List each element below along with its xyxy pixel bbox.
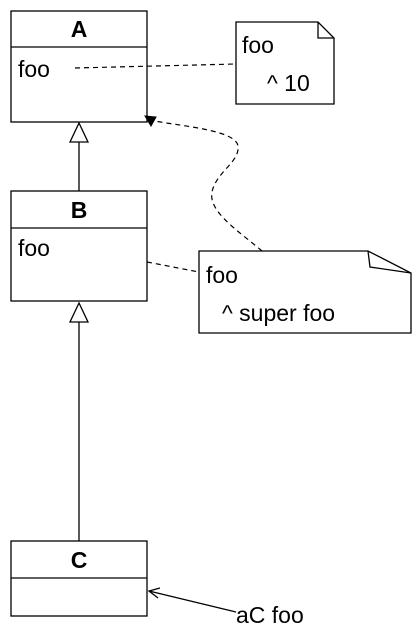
class-a-method: foo <box>18 56 50 82</box>
note-a-body <box>235 21 335 105</box>
note-a-fold <box>317 22 334 39</box>
class-c-name: C <box>71 547 88 573</box>
class-b[interactable]: B foo <box>10 190 148 302</box>
class-b-box <box>10 190 148 302</box>
class-b-name: B <box>71 197 88 223</box>
class-a[interactable]: A foo <box>10 10 148 123</box>
class-b-method: foo <box>18 235 50 261</box>
note-b-anchor-line <box>146 261 200 273</box>
generalization-c-to-b <box>68 301 90 541</box>
class-a-name: A <box>71 16 88 42</box>
note-b-foo[interactable]: foo ^ super foo <box>198 250 412 334</box>
note-b-fold <box>367 250 412 274</box>
super-call-path <box>154 120 263 252</box>
inheritance-arrowhead-b <box>68 301 90 323</box>
note-a-foo[interactable]: foo ^ 10 <box>235 21 335 105</box>
class-c[interactable]: C <box>10 540 148 617</box>
message-line <box>148 590 237 613</box>
message-label: aC foo <box>236 602 304 628</box>
super-call-arrowhead <box>144 115 157 127</box>
message-arrowhead <box>147 587 161 599</box>
note-b-line1: foo <box>206 262 238 288</box>
super-call-dependency <box>144 115 263 252</box>
inheritance-arrowhead-a <box>68 121 90 143</box>
note-a-line1: foo <box>242 32 274 58</box>
note-b-line2: ^ super foo <box>222 300 335 326</box>
message-ac-foo[interactable]: aC foo <box>147 587 304 628</box>
note-a-line2: ^ 10 <box>267 70 310 96</box>
note-b-body <box>198 250 412 334</box>
generalization-b-to-a <box>68 121 90 191</box>
